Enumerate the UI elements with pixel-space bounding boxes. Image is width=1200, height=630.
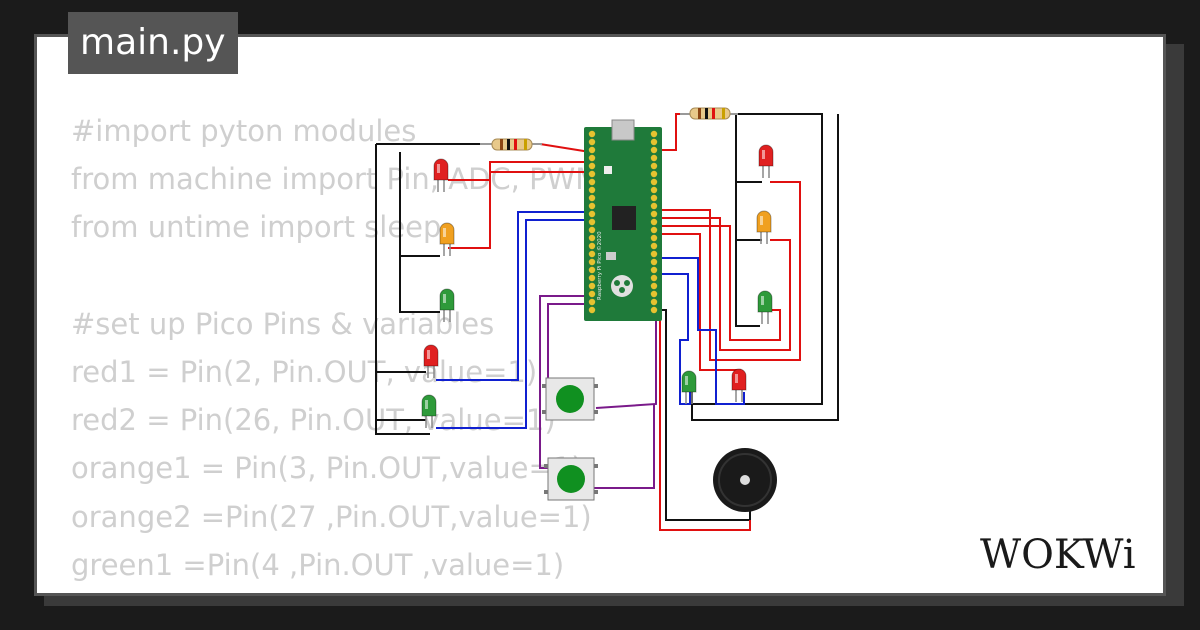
wokwi-logo-text: WOKWi [980,532,1136,578]
resistor-left[interactable] [480,138,542,151]
led-6[interactable] [758,144,774,178]
resistor-right[interactable] [680,107,738,120]
code-line: red1 = Pin(2, Pin.OUT, value=1) [71,354,538,389]
led-1[interactable] [433,158,449,192]
led-group [421,144,774,428]
led-4[interactable] [423,344,439,378]
code-line: from untime import sleep [71,210,442,245]
raspberry-pi-pico[interactable]: Raspberry Pi Pico ©2020 [584,119,662,321]
raspberry-logo-icon [611,275,633,297]
board-label: Raspberry Pi Pico ©2020 [596,231,603,300]
code-line: red2 = Pin(26, Pin.OUT, value=1) [71,403,556,438]
signal-wires-blue [436,211,745,429]
led-7[interactable] [756,210,772,244]
push-button-2[interactable] [544,457,598,501]
led-8[interactable] [757,290,773,324]
wokwi-logo: WOKWi [980,532,1136,578]
code-line: orange2 =Pin(27 ,Pin.OUT,value=1) [71,499,592,534]
code-line: green1 =Pin(4 ,Pin.OUT ,value=1) [71,547,565,582]
ground-wires [375,113,839,521]
code-line: #import pyton modules [71,114,417,148]
led-2[interactable] [439,222,455,256]
file-tab[interactable]: main.py [68,12,238,74]
signal-wires-red [448,113,801,531]
led-3[interactable] [439,288,455,322]
led-9[interactable] [681,370,697,404]
buzzer[interactable] [713,448,777,512]
push-button-1[interactable] [542,377,598,421]
led-5[interactable] [421,394,437,428]
led-10[interactable] [731,368,747,402]
